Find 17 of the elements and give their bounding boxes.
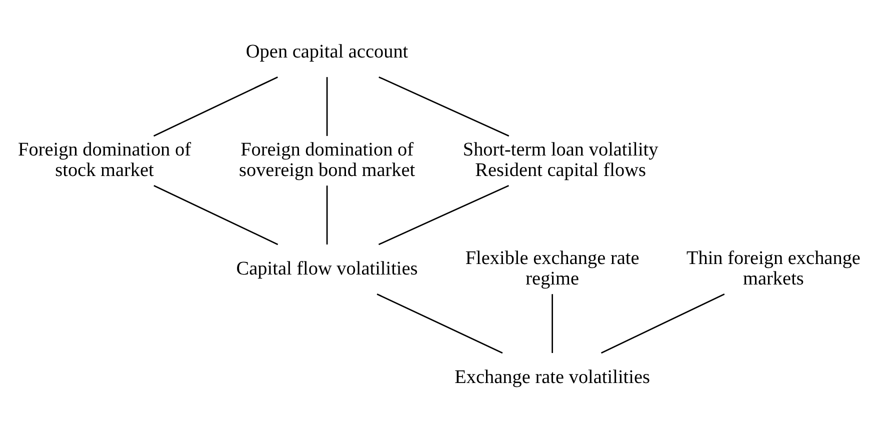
node-text: Foreign domination of stock market [18,139,191,181]
node-text: Capital flow volatilities [236,258,418,279]
connector [552,294,554,352]
connector [153,76,278,136]
node-text: Exchange rate volatilities [454,366,650,388]
node-text: Foreign domination of sovereign bond market [238,139,416,181]
connector [376,292,503,354]
connector [600,292,725,354]
node-text: Thin foreign exchange markets [686,248,860,290]
node-text: Short-term loan volatility Resident capital flows [462,139,658,181]
node-text: Flexible exchange rate regime [465,248,640,290]
connector [326,76,328,136]
connector [326,185,328,244]
node-text: Open capital account [246,40,408,62]
connector [378,76,510,136]
connector [378,184,510,245]
connector [154,184,278,245]
